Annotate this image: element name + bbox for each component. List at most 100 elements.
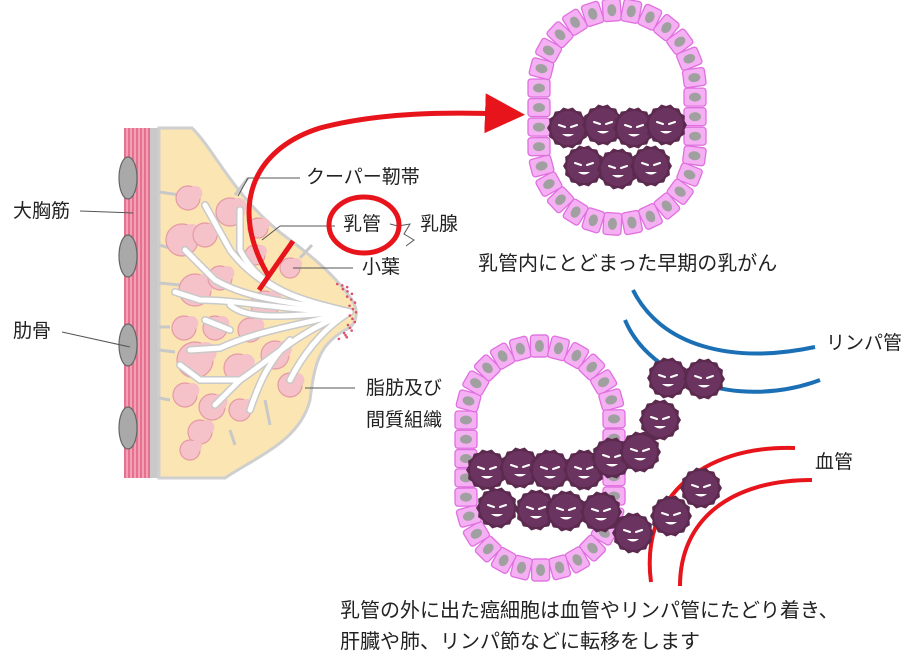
duct-epithelial-cell bbox=[462, 520, 490, 547]
duct-epithelial-cell bbox=[546, 186, 575, 214]
duct-epithelial-cell bbox=[666, 28, 694, 55]
duct-epithelial-cell bbox=[598, 388, 625, 412]
early-cancer-duct bbox=[527, 0, 707, 236]
milk-duct bbox=[287, 309, 353, 383]
duct-epithelial-cell bbox=[454, 410, 478, 430]
duct-epithelial-cell bbox=[652, 13, 680, 42]
cancer-cell bbox=[563, 145, 605, 187]
cancer-cell bbox=[580, 491, 622, 533]
duct-epithelial-cell bbox=[562, 198, 589, 226]
cancer-cell bbox=[639, 399, 681, 441]
cancer-cell bbox=[650, 495, 692, 537]
cancer-cell bbox=[680, 467, 722, 509]
duct-epithelial-cell bbox=[602, 211, 623, 236]
lymph-vessel-wall bbox=[631, 289, 816, 356]
cancer-cell bbox=[647, 357, 689, 399]
cancer-cell bbox=[466, 449, 508, 491]
duct-epithelial-cell bbox=[682, 145, 707, 167]
nipple-pores bbox=[335, 282, 358, 341]
ribs bbox=[118, 156, 138, 450]
duct-epithelial-cell bbox=[546, 21, 574, 49]
duct-epithelial-cell bbox=[653, 192, 681, 220]
milk-duct bbox=[187, 309, 353, 353]
duct-epithelial-cell bbox=[527, 136, 551, 157]
duct-epithelial-cell bbox=[683, 126, 707, 146]
duct-epithelial-cell bbox=[455, 389, 482, 413]
milk-ducts bbox=[171, 201, 354, 414]
label-rib: 肋骨 bbox=[13, 320, 52, 342]
label-lymph-vessel: リンパ管 bbox=[826, 332, 903, 354]
duct-epithelial-cell bbox=[578, 353, 606, 381]
label-milk-duct: 乳管 bbox=[343, 213, 382, 235]
label-lobule: 小葉 bbox=[362, 256, 401, 278]
blood-vessel-wall bbox=[678, 478, 813, 587]
duct-epithelial-cell bbox=[590, 369, 618, 396]
duct-epithelial-cell bbox=[527, 78, 551, 98]
milk-duct-highlight-circle bbox=[326, 194, 402, 256]
cancer-cell bbox=[613, 107, 655, 149]
duct-epithelial-cell bbox=[683, 107, 707, 127]
milk-duct bbox=[202, 317, 233, 333]
duct-epithelial-cell bbox=[578, 534, 607, 562]
cancer-cell bbox=[612, 512, 654, 554]
duct-epithelial-cell bbox=[527, 97, 551, 118]
leader-lines bbox=[61, 177, 415, 389]
cancer-cell bbox=[645, 104, 687, 146]
caption-early-cancer: 乳管内にとどまった早期の乳がん bbox=[478, 251, 778, 275]
duct-epithelial-cell bbox=[455, 504, 482, 528]
duct-epithelial-cell bbox=[562, 8, 589, 36]
cancer-cell bbox=[476, 487, 518, 529]
rib-icon bbox=[118, 234, 138, 278]
duct-epithelial-cell bbox=[510, 554, 533, 581]
cancer-cell bbox=[499, 447, 541, 489]
duct-epithelial-cell bbox=[527, 117, 551, 137]
cancer-cell bbox=[582, 104, 624, 146]
duct-epithelial-cell bbox=[530, 558, 551, 582]
label-pectoral-muscle: 大胸筋 bbox=[13, 200, 71, 222]
duct-epithelial-cell bbox=[581, 207, 606, 234]
duct-epithelial-cell bbox=[666, 178, 694, 205]
milk-duct bbox=[172, 289, 353, 315]
duct-epithelial-cell bbox=[462, 370, 490, 396]
caption-spread-line2: 肝臓や肺、リンパ節などに転移をします bbox=[340, 629, 700, 653]
duct-epithelial-cell bbox=[489, 342, 516, 370]
duct-epithelial-cell bbox=[508, 335, 532, 362]
label-fat-line2: 間質組織 bbox=[366, 409, 443, 431]
rib-icon bbox=[118, 406, 138, 450]
duct-epithelial-cell bbox=[564, 546, 591, 574]
duct-epithelial-cell bbox=[675, 46, 703, 71]
milk-duct bbox=[177, 362, 243, 383]
duct-epithelial-cell bbox=[535, 171, 563, 197]
duct-epithelial-cell bbox=[454, 429, 478, 449]
cancer-cell bbox=[547, 107, 589, 149]
label-blood-vessel: 血管 bbox=[815, 451, 854, 473]
rib-icon bbox=[118, 156, 138, 200]
duct-epithelial-cell bbox=[637, 203, 663, 230]
cancer-cell bbox=[545, 490, 587, 532]
cancer-cell bbox=[529, 449, 571, 491]
duct-epithelial-cell bbox=[676, 162, 703, 187]
duct-epithelial-cell bbox=[474, 535, 502, 563]
chest-wall bbox=[150, 128, 159, 478]
caption-spread-line1: 乳管の外に出た癌細胞は血管やリンパ管にたどり着き、 bbox=[340, 598, 839, 622]
duct-epithelial-cell bbox=[620, 0, 643, 24]
cancer-cell bbox=[619, 431, 661, 473]
duct-epithelial-cell bbox=[620, 209, 643, 236]
cancer-cell bbox=[515, 489, 557, 531]
duct-epithelial-cell bbox=[637, 3, 663, 31]
cancer-cell bbox=[630, 145, 672, 187]
duct-epithelial-cell bbox=[535, 37, 563, 64]
zoom-arrow bbox=[246, 93, 525, 277]
duct-epithelial-cell bbox=[528, 154, 555, 178]
duct-epithelial-cell bbox=[528, 57, 555, 81]
duct-epithelial-cell bbox=[454, 487, 478, 507]
cancer-cell bbox=[597, 148, 639, 190]
duct-cross-section-marker bbox=[256, 239, 296, 292]
duct-epithelial-cell bbox=[602, 409, 626, 429]
duct-epithelial-cell bbox=[683, 87, 707, 107]
duct-epithelial-cell bbox=[547, 335, 570, 362]
duct-epithelial-cell bbox=[529, 334, 550, 358]
milk-duct bbox=[247, 337, 293, 413]
duct-epithelial-cell bbox=[548, 554, 572, 581]
